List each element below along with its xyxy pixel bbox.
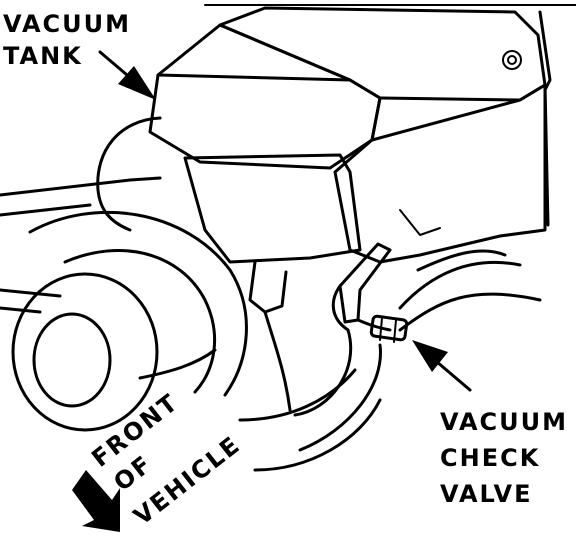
check-valve-label-line1: VACUUM <box>440 408 568 436</box>
tank-front-face <box>148 23 382 170</box>
tank-top-face <box>218 6 547 102</box>
valve-pointer-arrow <box>412 340 472 392</box>
front-direction-arrow <box>72 470 120 532</box>
vacuum-tank-label-line2: TANK <box>3 42 83 70</box>
vacuum-tank <box>148 6 552 264</box>
tank-side-face <box>333 83 547 264</box>
tank-pointer-arrow <box>98 50 156 100</box>
check-valve-label-line3: VALVE <box>440 480 532 508</box>
tank-lower-face <box>183 153 362 264</box>
mounting-bolt <box>502 50 522 70</box>
vacuum-hose <box>293 242 542 452</box>
vacuum-tank-label-line1: VACUUM <box>3 10 131 38</box>
pulley-assembly <box>11 210 382 472</box>
check-valve <box>369 314 409 343</box>
check-valve-label-line2: CHECK <box>440 444 540 472</box>
rear-housing <box>96 116 162 232</box>
frame-rails <box>0 176 162 314</box>
tank-bracket <box>248 260 288 314</box>
